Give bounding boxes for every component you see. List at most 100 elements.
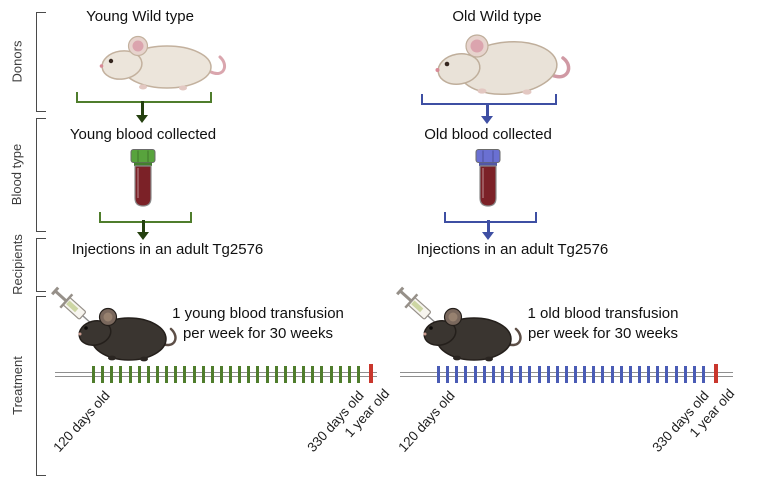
donors-row-bracket: [36, 12, 46, 112]
timeline-tick: [446, 366, 450, 383]
mouse-nose: [78, 332, 82, 336]
mouse-tail: [550, 56, 571, 79]
mouse-eye: [444, 61, 450, 67]
timeline-tick: [437, 366, 440, 383]
timeline-tick: [338, 366, 342, 383]
timeline-tick: [464, 366, 468, 383]
timeline-tick: [92, 366, 95, 383]
timeline-tick: [119, 366, 123, 383]
blood-tube-icon: [130, 149, 156, 207]
young-treatment-caption-line2: per week for 30 weeks: [182, 325, 334, 342]
syringe-plunger: [54, 290, 68, 303]
timeline-tick: [628, 366, 632, 383]
old-blood-label: Old blood collected: [424, 126, 552, 143]
old-column-title: Old Wild type: [452, 8, 542, 25]
blood-tube-icon: [475, 149, 501, 207]
timeline-tick: [574, 366, 578, 383]
recipients-row-label-text: Recipients: [9, 233, 25, 295]
mouse-foot: [139, 84, 147, 90]
young-blood-label: Young blood collected: [69, 126, 217, 143]
mouse-foot: [477, 88, 487, 94]
timeline-tick: [265, 366, 269, 383]
syringe-icon: [396, 286, 438, 325]
syringe-plunger-cap: [51, 286, 60, 296]
old-blood-tube: [470, 148, 506, 213]
timeline-tick: [238, 366, 242, 383]
timeline-tick: [702, 366, 705, 383]
timeline-tick: [137, 366, 141, 383]
timeline-tick: [174, 366, 178, 383]
mouse-nose: [99, 64, 104, 68]
timeline-tick: [155, 366, 159, 383]
timeline-tick: [183, 366, 187, 383]
dark-mouse-icon: [78, 307, 177, 362]
recipients-row-bracket: [36, 238, 46, 292]
mouse-inner-ear: [132, 40, 144, 52]
timeline-tick: [247, 366, 251, 383]
young-donor-arrow: [141, 101, 144, 115]
mouse-nose: [423, 332, 427, 336]
old-timeline-end-tick: [714, 364, 718, 383]
old-syringe-icon: [391, 280, 445, 339]
tube-cap: [475, 149, 501, 163]
young-timeline-ticks: [92, 366, 360, 383]
mouse-foot: [453, 355, 461, 361]
timeline-tick: [192, 366, 196, 383]
mouse-eye: [84, 326, 88, 330]
treatment-row-label-text: Treatment: [9, 355, 25, 415]
timeline-tick: [146, 366, 150, 383]
syringe-group: [396, 286, 438, 325]
mouse-foot: [485, 356, 493, 362]
old-mouse-icon: [435, 34, 571, 96]
timeline-tick: [274, 366, 278, 383]
old-recipient-mouse-illustration: [417, 297, 522, 370]
timeline-tick: [165, 366, 169, 383]
young-timeline-start-label: 120 days old: [50, 388, 114, 455]
young-donor-arrowhead: [136, 115, 148, 123]
timeline-tick: [357, 366, 360, 383]
timeline-tick: [302, 366, 306, 383]
young-treatment-caption: 1 young blood transfusion per week for 3…: [162, 304, 354, 344]
young-blood-tube: [125, 148, 161, 213]
timeline-tick: [128, 366, 132, 383]
old-timeline-start-label: 120 days old: [395, 388, 459, 455]
old-treatment-caption: 1 old blood transfusion per week for 30 …: [507, 304, 699, 344]
timeline-tick: [638, 366, 642, 383]
old-donor-mouse-illustration: [432, 20, 574, 105]
timeline-tick: [619, 366, 623, 383]
syringe-group: [51, 286, 93, 325]
young-mouse-icon: [99, 35, 227, 91]
mouse-eye: [108, 58, 114, 64]
old-donor-arrow: [486, 103, 489, 116]
young-donor-brace: [76, 92, 212, 103]
timeline-tick: [473, 366, 477, 383]
timeline-tick: [546, 366, 550, 383]
timeline-tick: [110, 366, 114, 383]
blood-type-row-bracket: [36, 118, 46, 232]
mouse-head: [101, 50, 143, 80]
timeline-tick: [293, 366, 297, 383]
old-donor-arrowhead: [481, 116, 493, 124]
timeline-tick: [564, 366, 568, 383]
young-donor-mouse-illustration: [95, 28, 230, 99]
old-tube-arrowhead: [482, 232, 494, 240]
syringe-plunger-cap: [396, 286, 405, 296]
old-timeline-ticks: [437, 366, 705, 383]
timeline-tick: [229, 366, 233, 383]
young-treatment-caption-line1: 1 young blood transfusion: [172, 305, 344, 322]
timeline-tick: [665, 366, 669, 383]
timeline-tick: [601, 366, 605, 383]
timeline-tick: [519, 366, 523, 383]
timeline-tick: [482, 366, 486, 383]
cap-lip-shade: [479, 162, 497, 166]
donors-row-label: Donors: [2, 12, 32, 110]
mouse-foot: [179, 85, 187, 91]
timeline-tick: [537, 366, 541, 383]
tube-cap: [130, 149, 156, 163]
old-treatment-caption-line1: 1 old blood transfusion: [527, 305, 679, 322]
tube-blood: [479, 165, 497, 207]
treatment-row-label: Treatment: [2, 296, 32, 474]
blood-type-row-label-text: Blood type: [9, 143, 25, 205]
timeline-tick: [647, 366, 651, 383]
syringe-liquid: [66, 300, 79, 313]
